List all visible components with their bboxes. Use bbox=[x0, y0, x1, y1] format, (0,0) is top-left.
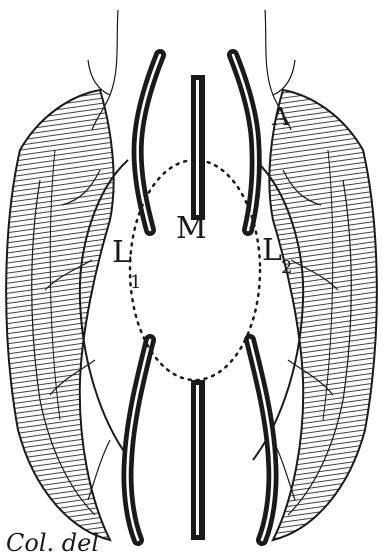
left-upper-vessel bbox=[138, 55, 160, 230]
central-vessel-lower bbox=[191, 380, 205, 540]
figure-caption: Col. del bbox=[6, 529, 99, 557]
central-vessel-upper bbox=[191, 75, 205, 220]
right-lower-vessel bbox=[250, 340, 273, 540]
label-l2: L bbox=[262, 233, 282, 268]
label-m: M bbox=[176, 211, 207, 246]
left-lower-vessel bbox=[127, 340, 150, 540]
label-l1-subscript: 1 bbox=[130, 272, 141, 293]
right-upper-vessel bbox=[233, 55, 256, 230]
label-a: A bbox=[271, 103, 290, 131]
label-l1: L bbox=[112, 235, 132, 270]
label-l2-subscript: 2 bbox=[281, 257, 292, 278]
